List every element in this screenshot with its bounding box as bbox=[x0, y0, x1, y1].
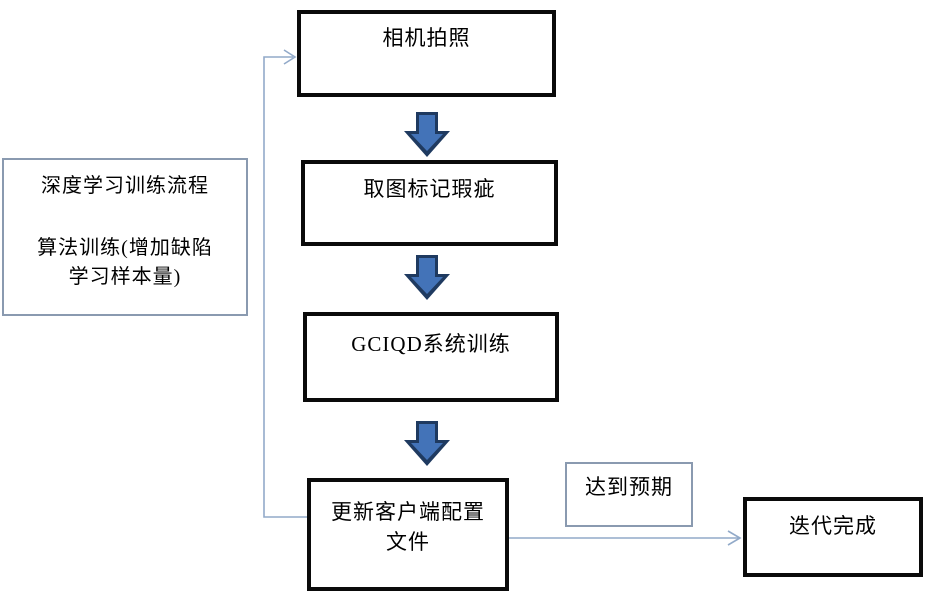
note-line-1: 深度学习训练流程 bbox=[41, 175, 209, 197]
process-note-box: 深度学习训练流程 算法训练(增加缺陷 学习样本量) bbox=[2, 158, 248, 316]
node-system-training: GCIQD系统训练 bbox=[303, 312, 559, 402]
node-mark-defects: 取图标记瑕疵 bbox=[301, 160, 558, 246]
node-update-client-config-label-line2: 文件 bbox=[386, 530, 430, 554]
node-system-training-label: GCIQD系统训练 bbox=[351, 332, 511, 356]
note-blank-line bbox=[4, 201, 246, 234]
feedback-connector-arrowhead-icon bbox=[283, 49, 297, 65]
node-update-client-config-label-line1: 更新客户端配置 bbox=[331, 500, 485, 524]
down-block-arrow-2-icon bbox=[404, 255, 450, 300]
feedback-connector-line bbox=[263, 56, 309, 518]
node-update-client-config: 更新客户端配置 文件 bbox=[307, 478, 509, 591]
node-mark-defects-label: 取图标记瑕疵 bbox=[363, 177, 496, 201]
down-arrow-2-fill bbox=[411, 258, 443, 294]
node-iteration-complete-label: 迭代完成 bbox=[789, 514, 877, 538]
node-camera-capture: 相机拍照 bbox=[297, 10, 556, 97]
note-line-3: 学习样本量) bbox=[68, 266, 182, 288]
down-block-arrow-1-icon bbox=[404, 112, 450, 157]
to-done-connector-arrowhead-icon bbox=[727, 530, 742, 546]
label-expectation-met-text: 达到预期 bbox=[585, 475, 673, 499]
node-camera-capture-label: 相机拍照 bbox=[382, 26, 471, 50]
label-expectation-met: 达到预期 bbox=[565, 462, 693, 527]
node-iteration-complete: 迭代完成 bbox=[743, 497, 923, 577]
down-block-arrow-3-icon bbox=[404, 421, 450, 466]
down-arrow-1-fill bbox=[411, 115, 443, 151]
note-line-2: 算法训练(增加缺陷 bbox=[37, 237, 213, 259]
down-arrow-3-fill bbox=[411, 424, 443, 460]
